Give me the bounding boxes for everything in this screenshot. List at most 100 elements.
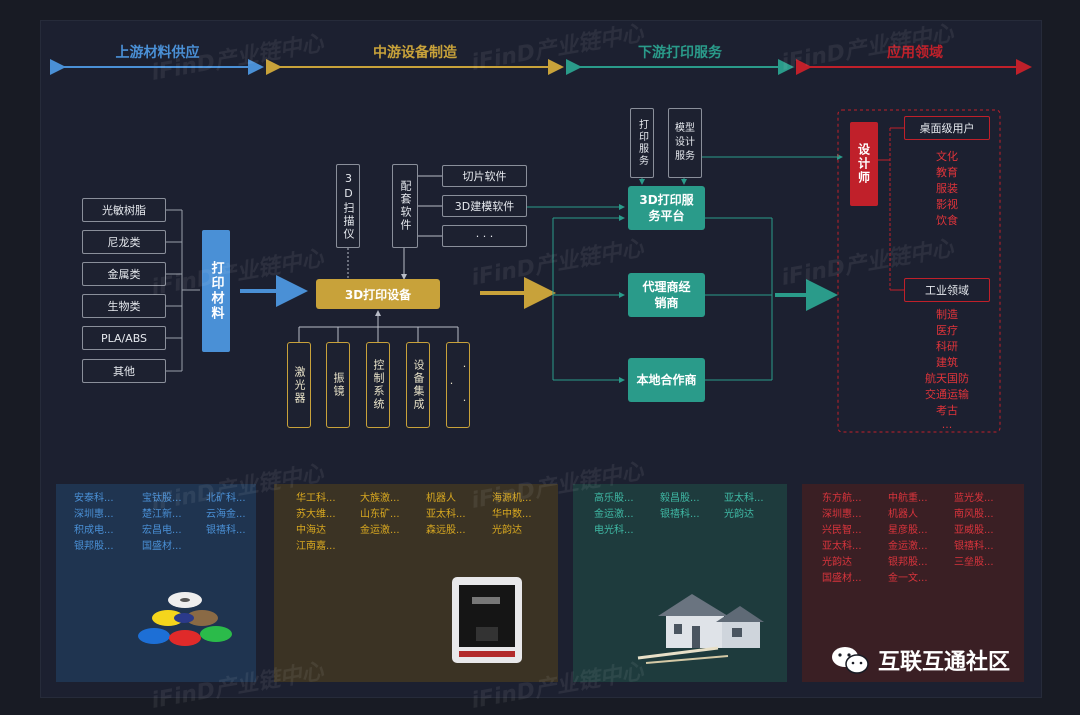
component-item: · · · (445, 342, 471, 428)
designer-node: 设计师 (850, 122, 878, 206)
software-item: 切片软件 (442, 165, 527, 187)
material-item: 生物类 (82, 294, 166, 318)
company-name: 国盛材... (822, 573, 862, 584)
desktop-field: 文化 (936, 150, 958, 163)
header-application: 应用领域 (887, 45, 943, 61)
company-name: 高乐股... (594, 493, 634, 504)
company-name: 银禧科... (206, 525, 246, 536)
scanner-node: 3D扫描仪 (336, 164, 360, 248)
company-name: 中航重... (888, 493, 928, 504)
filament-spools-image (138, 592, 232, 646)
component-item: 设备集成 (406, 342, 430, 428)
company-name: 亚太科... (426, 509, 466, 520)
company-name: 银邦股... (888, 557, 928, 568)
company-name: 光韵达 (822, 557, 852, 568)
print-material-node: 打印材料 (202, 230, 230, 352)
company-name: 安泰科... (74, 493, 114, 504)
industrial-node: 工业领域 (904, 278, 990, 302)
company-name: 金运激... (360, 525, 400, 536)
industrial-fields-list: 制造 医疗 科研 建筑 航天国防 交通运输 考古 ... (904, 306, 990, 431)
company-name: 金运激... (594, 509, 634, 520)
company-name: 毅昌股... (660, 493, 700, 504)
industrial-field: 科研 (936, 340, 958, 353)
company-name: 银禧科... (954, 541, 994, 552)
component-item: 控制系统 (366, 342, 390, 428)
model-service-node: 模型设计服务 (668, 108, 702, 178)
material-item: 尼龙类 (82, 230, 166, 254)
3d-printer-equipment-node: 3D打印设备 (316, 279, 440, 309)
3d-printer-image (452, 577, 522, 663)
company-name: 南风股... (954, 509, 994, 520)
company-name: 华中数... (492, 509, 532, 520)
company-name: 森远股... (426, 525, 466, 536)
industrial-field: 航天国防 (925, 372, 969, 385)
component-item: 激光器 (287, 342, 311, 428)
company-name: 山东矿... (360, 509, 400, 520)
desktop-field: 服装 (936, 182, 958, 195)
software-item: · · · (442, 225, 527, 247)
company-name: 亚太科... (822, 541, 862, 552)
company-name: 东方航... (822, 493, 862, 504)
company-name: 机器人 (888, 509, 918, 520)
desktop-field: 教育 (936, 166, 958, 179)
company-name: 楚江新... (142, 509, 182, 520)
industrial-field: 考古 (936, 404, 958, 417)
material-item: 其他 (82, 359, 166, 383)
wechat-icon (832, 647, 869, 674)
software-node: 配套软件 (392, 164, 418, 248)
company-name: 云海金... (206, 509, 246, 520)
company-name: 中海达 (296, 525, 326, 536)
company-name: 亚太科... (724, 493, 764, 504)
desktop-users-node: 桌面级用户 (904, 116, 990, 140)
company-name: 宏昌电... (142, 525, 182, 536)
company-name: 蓝光发... (954, 493, 994, 504)
company-name: 亚威股... (954, 525, 994, 536)
software-item: 3D建模软件 (442, 195, 527, 217)
company-name: 银邦股... (74, 541, 114, 552)
company-name: 机器人 (426, 493, 456, 504)
company-name: 深圳惠... (822, 509, 862, 520)
component-item: 振镜 (326, 342, 350, 428)
company-name: 江南嘉... (296, 541, 336, 552)
company-name: 银禧科... (660, 509, 700, 520)
company-name: 光韵达 (724, 509, 754, 520)
panel-upstream (56, 484, 256, 682)
industrial-field: ... (941, 418, 953, 431)
material-item: PLA/ABS (82, 326, 166, 350)
material-item: 光敏树脂 (82, 198, 166, 222)
desktop-fields-list: 文化 教育 服装 影视 饮食 (904, 148, 990, 228)
company-name: 金运激... (888, 541, 928, 552)
company-name: 星彦股... (888, 525, 928, 536)
company-name: 金一文... (888, 573, 928, 584)
header-midstream: 中游设备制造 (373, 45, 457, 61)
company-name: 积成电... (74, 525, 114, 536)
agent-node: 代理商经销商 (628, 273, 705, 317)
company-name: 光韵达 (492, 525, 522, 536)
header-upstream: 上游材料供应 (115, 45, 200, 61)
company-name: 兴民智... (822, 525, 862, 536)
service-platform-node: 3D打印服务平台 (628, 186, 705, 230)
company-name: 苏大维... (296, 509, 336, 520)
company-name: 华工科... (296, 493, 336, 504)
brand-badge: 互联互通社区 (830, 640, 1045, 680)
panel-downstream (573, 484, 787, 682)
company-name: 大族激... (360, 493, 400, 504)
desktop-field: 影视 (936, 198, 958, 211)
print-service-node: 打印服务 (630, 108, 654, 178)
brand-text: 互联互通社区 (878, 650, 1011, 675)
company-name: 北矿科... (206, 493, 246, 504)
company-name: 深圳惠... (74, 509, 114, 520)
industrial-field: 建筑 (936, 356, 958, 369)
company-name: 宝钛股... (142, 493, 182, 504)
company-name: 国盛材... (142, 541, 182, 552)
company-name: 电光科... (594, 525, 634, 536)
industrial-field: 交通运输 (925, 388, 969, 401)
material-item: 金属类 (82, 262, 166, 286)
industrial-field: 制造 (936, 308, 958, 321)
desktop-field: 饮食 (936, 214, 958, 227)
company-name: 海源机... (492, 493, 532, 504)
company-name: 三垒股... (954, 557, 994, 568)
local-partner-node: 本地合作商 (628, 358, 705, 402)
house-model-image (637, 594, 764, 664)
industrial-field: 医疗 (936, 324, 958, 337)
